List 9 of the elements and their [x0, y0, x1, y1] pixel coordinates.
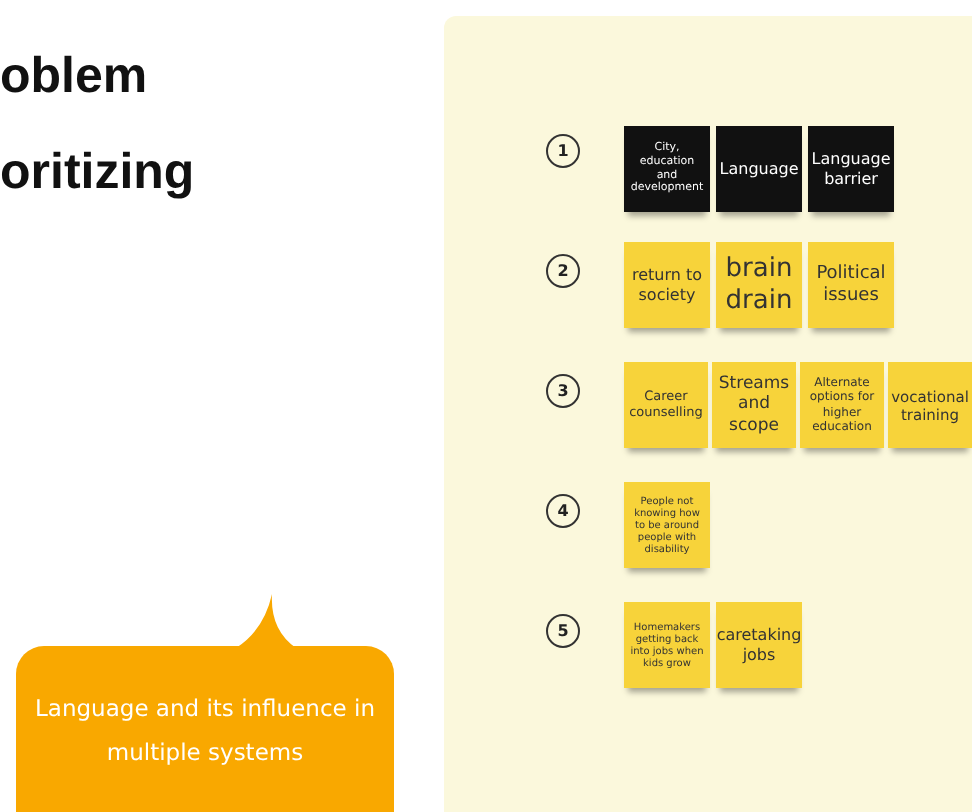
- speech-bubble: Language and its influence in multiple systems: [16, 646, 394, 812]
- sticky-note: brain drain: [716, 242, 802, 328]
- sticky-note: Language: [716, 126, 802, 212]
- sticky-note: Political issues: [808, 242, 894, 328]
- heading: oblem oritizing: [0, 46, 197, 204]
- sticky-note: caretaking jobs: [716, 602, 802, 688]
- sticky-note: return to society: [624, 242, 710, 328]
- sticky-note: Streams and scope: [712, 362, 796, 448]
- sticky-note: Language barrier: [808, 126, 894, 212]
